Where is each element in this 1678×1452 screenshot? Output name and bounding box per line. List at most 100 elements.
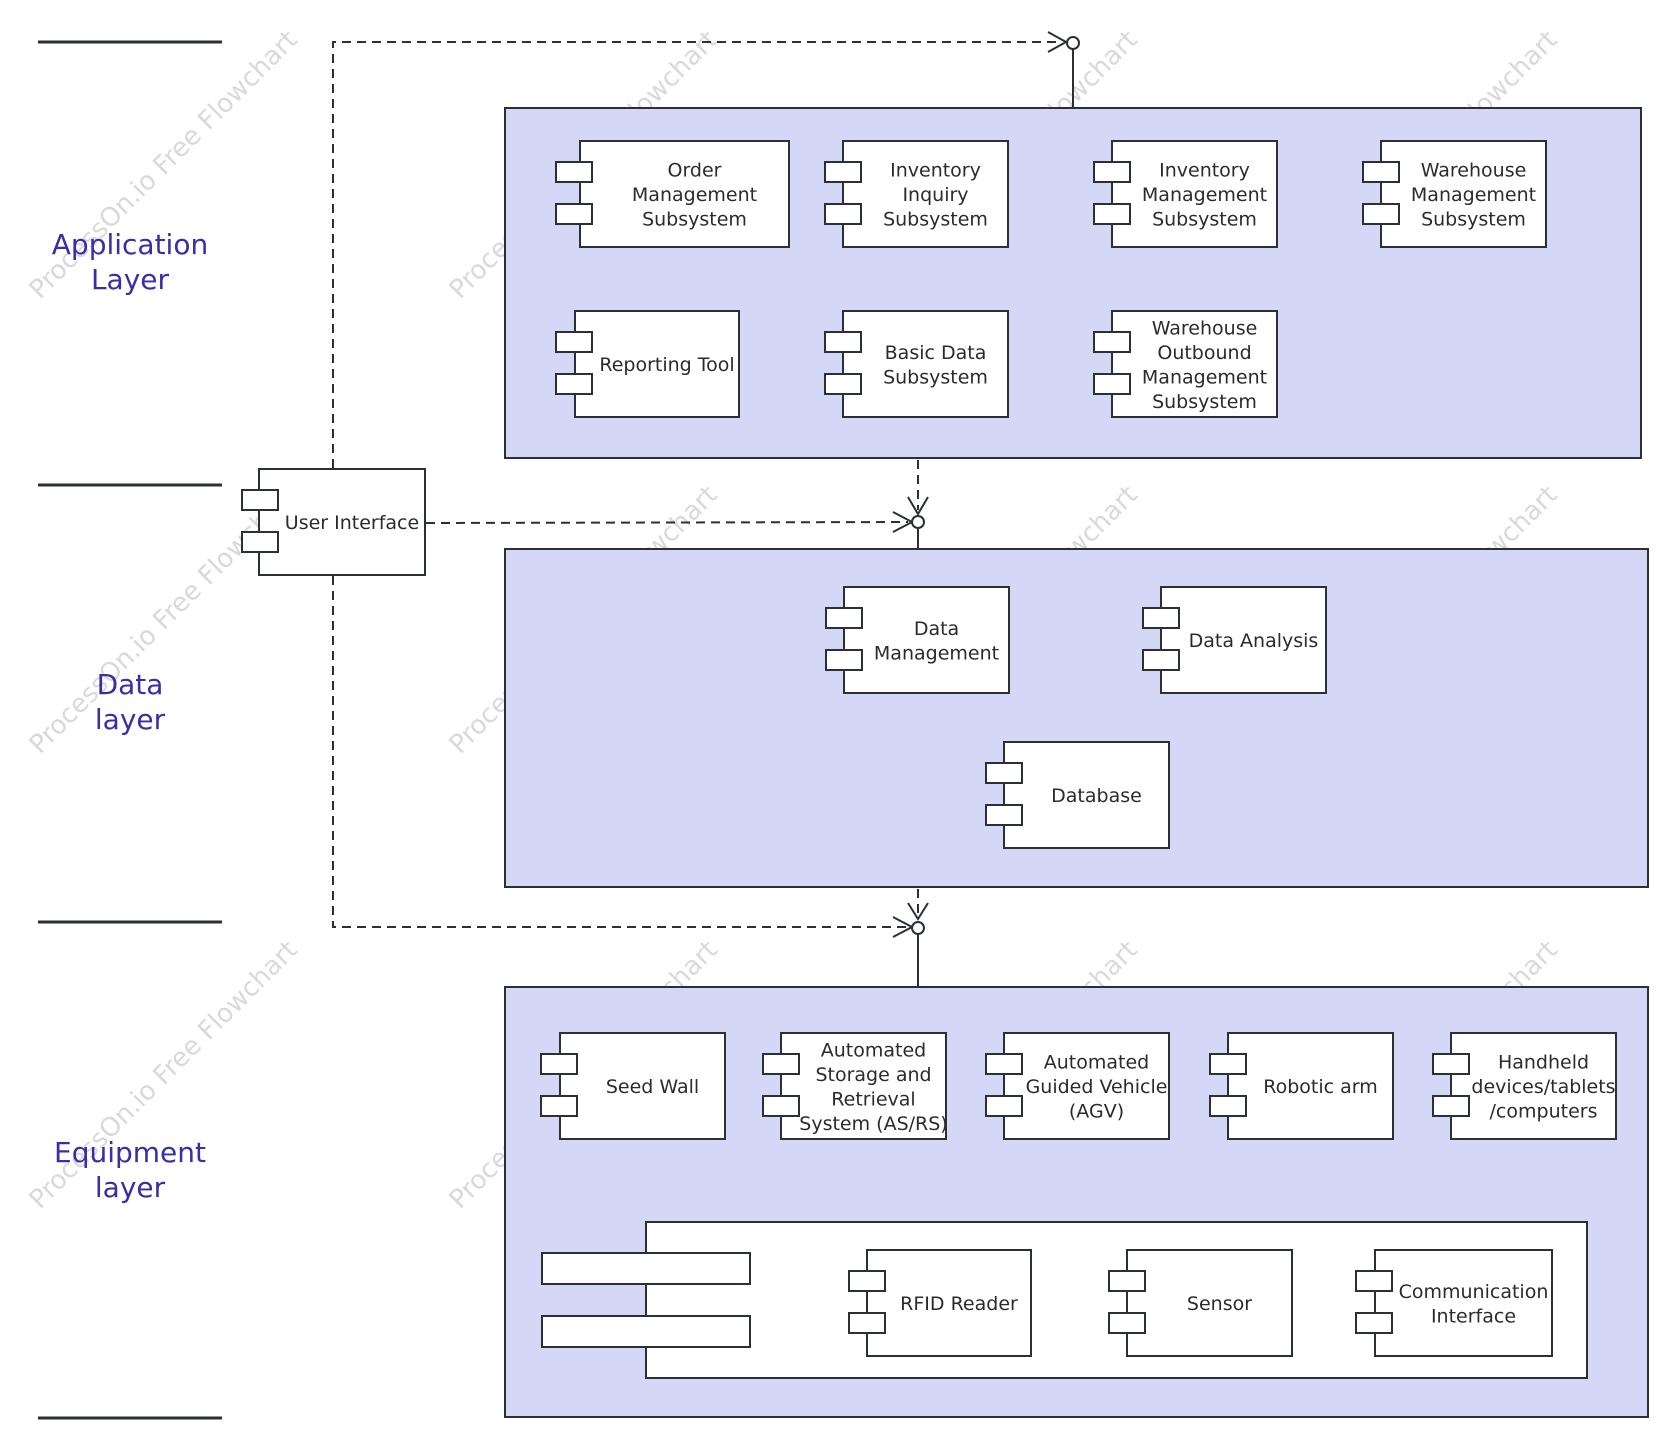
robotic-arm-component: Robotic arm <box>1209 1032 1394 1140</box>
interface-socket <box>911 921 925 935</box>
arrowhead <box>907 902 929 921</box>
component-icon-tab <box>1142 607 1180 629</box>
component-icon-tab <box>824 203 862 225</box>
seed-wall-component: Seed Wall <box>540 1032 726 1140</box>
database-component: Database <box>985 741 1170 849</box>
component-icon-tab <box>1142 649 1180 671</box>
arrowhead <box>1047 31 1069 53</box>
component-icon-tab <box>985 1095 1023 1117</box>
rfid-reader-component: RFID Reader <box>848 1249 1032 1357</box>
component-body <box>258 468 426 576</box>
component-icon-tab <box>1093 203 1131 225</box>
component-icon-tab <box>1093 161 1131 183</box>
component-body <box>574 310 740 418</box>
component-icon-tab <box>824 331 862 353</box>
component-icon-tab <box>555 203 593 225</box>
component-body <box>1450 1032 1617 1140</box>
component-label: RFID Reader <box>900 1293 1018 1315</box>
component-body <box>1111 140 1278 248</box>
component-body <box>1126 1249 1293 1357</box>
component-icon-tab <box>241 531 279 553</box>
component-icon-tab <box>555 161 593 183</box>
component-icon-tab <box>825 607 863 629</box>
component-icon-tab <box>762 1095 800 1117</box>
component-body <box>579 140 790 248</box>
component-icon-tab <box>1355 1312 1393 1334</box>
component-body <box>843 586 1010 694</box>
component-icon-tab <box>1362 203 1400 225</box>
component-icon-tab <box>1362 161 1400 183</box>
component-icon-tab <box>848 1312 886 1334</box>
reporting-tool-component: Reporting Tool <box>555 310 740 418</box>
component-body <box>559 1032 726 1140</box>
component-icon-tab <box>985 1053 1023 1075</box>
component-icon-tab <box>848 1270 886 1292</box>
component-body <box>1374 1249 1553 1357</box>
component-body <box>1227 1032 1394 1140</box>
component-label: Robotic arm <box>1263 1076 1378 1098</box>
component-icon-tab <box>824 161 862 183</box>
component-icon-tab <box>1108 1312 1146 1334</box>
component-body <box>1380 140 1547 248</box>
component-icon-tab <box>1355 1270 1393 1292</box>
component-body <box>1003 1032 1170 1140</box>
component-body <box>842 310 1009 418</box>
component-body <box>780 1032 947 1140</box>
interface-socket <box>1066 36 1080 50</box>
component-label: Reporting Tool <box>599 354 734 376</box>
component-icon-tab <box>1108 1270 1146 1292</box>
component-icon-tab <box>555 373 593 395</box>
component-icon-tab <box>540 1095 578 1117</box>
component-body <box>1160 586 1327 694</box>
component-icon-tab <box>985 762 1023 784</box>
component-icon-tab <box>1093 373 1131 395</box>
layer-label-equipment: Equipment layer <box>54 1136 206 1204</box>
component-label: Seed Wall <box>606 1076 699 1098</box>
component-body <box>1003 741 1170 849</box>
connectors <box>332 31 1080 987</box>
arrowhead <box>907 496 929 516</box>
component-icon-tab <box>1093 331 1131 353</box>
component-icon-tab <box>1432 1095 1470 1117</box>
component-icon-tab <box>555 331 593 353</box>
component-label: User Interface <box>285 512 419 534</box>
dependency-ui-to-application <box>332 41 1062 468</box>
dependency-ui-to-equipment <box>332 576 908 928</box>
component-label: Data Analysis <box>1189 630 1319 652</box>
user-interface-component: User Interface <box>241 468 426 576</box>
component-body <box>1111 310 1278 418</box>
sensor-component: Sensor <box>1108 1249 1293 1357</box>
component-icon-tab <box>1432 1053 1470 1075</box>
interface-socket <box>911 515 925 529</box>
component-icon-tab <box>825 649 863 671</box>
device-group-tab <box>541 1252 751 1285</box>
device-group-tab <box>541 1315 751 1348</box>
layer-separators <box>38 40 222 1420</box>
component-body <box>842 140 1009 248</box>
layer-label-data: Data layer <box>94 668 166 736</box>
component-icon-tab <box>985 804 1023 826</box>
component-icon-tab <box>540 1053 578 1075</box>
component-icon-tab <box>241 489 279 511</box>
component-icon-tab <box>1209 1095 1247 1117</box>
